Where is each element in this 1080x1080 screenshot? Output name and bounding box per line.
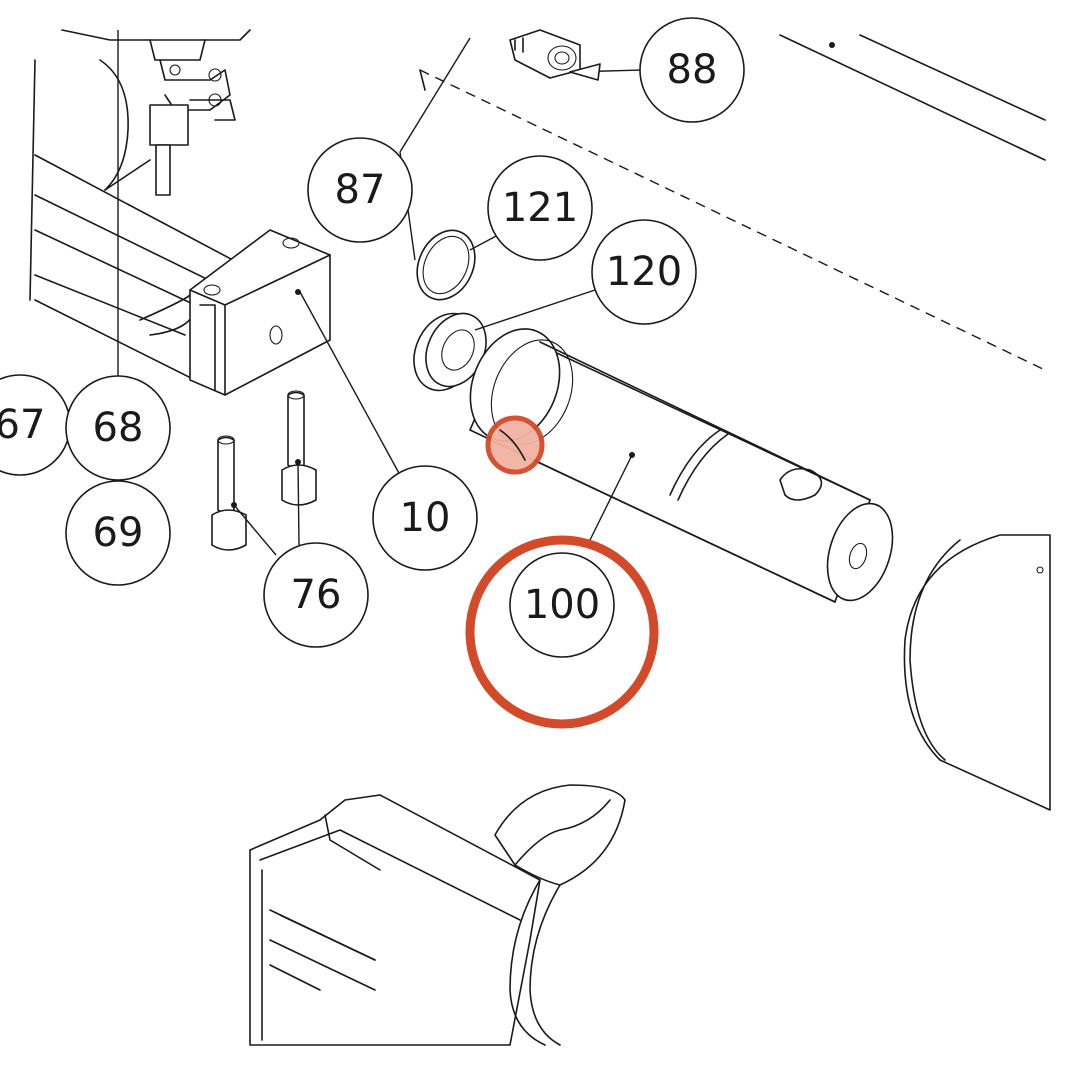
- part-120-seal: [413, 312, 487, 392]
- callout-67-label: 67: [0, 402, 45, 448]
- callout-87-label: 87: [335, 167, 386, 213]
- part-100-shaft: [469, 328, 894, 603]
- part-88-fitting: [509, 29, 581, 79]
- leader-lines: [117, 30, 644, 556]
- callout-120-label: 120: [606, 249, 682, 295]
- callout-121: 121: [487, 155, 593, 261]
- part-121-oring: [416, 229, 476, 301]
- callout-69-label: 69: [93, 510, 144, 556]
- dashed-axis: [419, 34, 1046, 371]
- callout-76: 76: [263, 542, 369, 648]
- callout-76-label: 76: [291, 572, 342, 618]
- top-left-mechanism: [29, 29, 251, 301]
- callout-67-partial: 67: [0, 374, 71, 476]
- callout-88: 88: [639, 17, 745, 123]
- callout-121-label: 121: [502, 185, 578, 231]
- callout-10: 10: [372, 465, 478, 571]
- callout-68-label: 68: [93, 405, 144, 451]
- callout-68: 68: [65, 375, 171, 481]
- callout-87: 87: [307, 137, 413, 243]
- callout-10-label: 10: [400, 495, 451, 541]
- callout-100: 100: [465, 535, 659, 729]
- callout-100-label: 100: [524, 582, 600, 628]
- bottom-housing: [249, 784, 626, 1046]
- right-cylinder: [903, 534, 1051, 811]
- callout-88-label: 88: [667, 47, 718, 93]
- large-highlight-ring: [465, 535, 659, 729]
- callout-69: 69: [65, 480, 171, 586]
- part-10-block: [189, 229, 331, 396]
- callout-120: 120: [591, 219, 697, 325]
- part-76-screws: [211, 390, 317, 551]
